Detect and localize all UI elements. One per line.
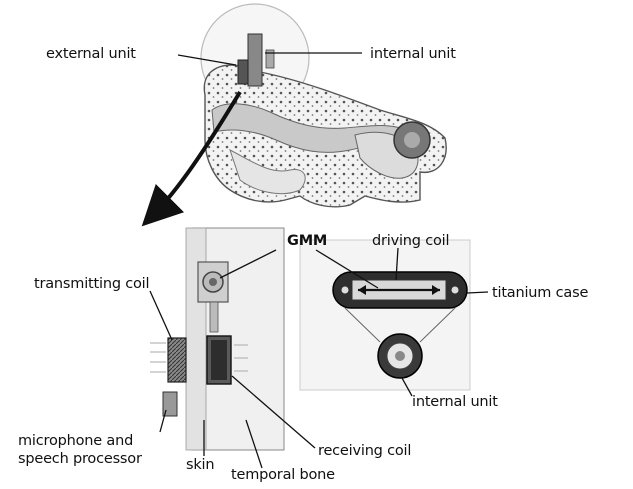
titanium-case-label: titanium case [492, 285, 588, 301]
internal-unit-top-label: internal unit [370, 46, 456, 62]
driving-coil-label: driving coil [372, 233, 449, 249]
receiving-coil-label: receiving coil [318, 443, 411, 459]
microphone-label-line2: speech processor [18, 451, 142, 467]
internal-unit-detail [300, 240, 470, 390]
external-unit-label: external unit [46, 46, 136, 62]
skin-label: skin [186, 457, 214, 473]
transmitting-coil-pointer [150, 291, 172, 340]
implant-cross-section [150, 228, 284, 450]
microphone-label-line1: microphone and [18, 433, 133, 449]
internal-unit-bottom-label: internal unit [412, 394, 498, 410]
transmitting-coil-label: transmitting coil [34, 276, 149, 292]
ear-illustration [201, 4, 446, 207]
temporal-bone-label: temporal bone [231, 467, 335, 483]
gmm-label: GMM [287, 233, 327, 249]
